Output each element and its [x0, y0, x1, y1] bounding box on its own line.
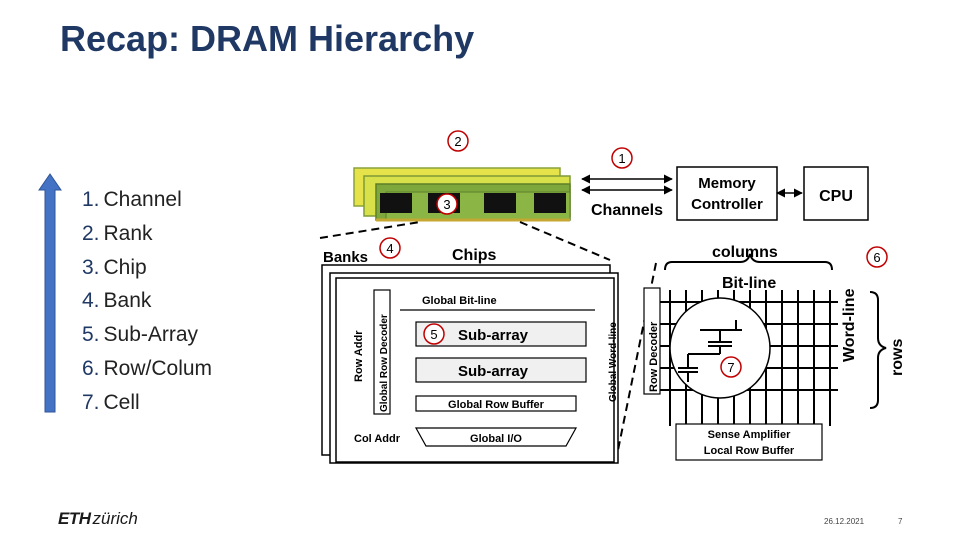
page-number: 7 — [898, 517, 903, 526]
row-addr-label: Row Addr — [353, 330, 365, 382]
global-io-label: Global I/O — [470, 433, 522, 445]
memory-controller-label: Controller — [691, 196, 763, 213]
word-line-label: Word-line — [841, 288, 858, 362]
hierarchy-arrow-icon — [38, 173, 62, 413]
columns-label: columns — [712, 244, 778, 261]
level-item-sub-array: 5.Sub-Array — [82, 323, 199, 347]
level-item-row-column: 6.Row/Colum — [82, 356, 213, 380]
rows-label: rows — [889, 339, 906, 376]
dram-cell-icon — [678, 320, 742, 382]
level-item-rank: 2.Rank — [82, 221, 153, 245]
memory-controller-box — [676, 166, 778, 221]
row-decoder-label: Row Decoder — [648, 321, 660, 392]
row-decoder-box — [643, 287, 661, 395]
banks-label: Banks — [323, 249, 368, 266]
svg-text:1: 1 — [618, 151, 625, 166]
marker-4: 4 — [379, 237, 401, 259]
level-item-bank: 4.Bank — [82, 289, 152, 313]
global-io-box — [414, 427, 578, 447]
level-item-chip: 3.Chip — [82, 255, 147, 279]
marker-3: 3 — [436, 193, 458, 215]
marker-1: 1 — [611, 147, 633, 169]
local-row-buffer-label: Local Row Buffer — [704, 445, 795, 457]
sub-array-label: Sub-array — [458, 363, 529, 380]
rows-brace — [869, 291, 887, 409]
marker-5: 5 — [423, 323, 445, 345]
svg-text:7: 7 — [727, 360, 734, 375]
cpu-label: CPU — [819, 188, 853, 205]
chips-label: Chips — [452, 247, 497, 264]
memory-controller-label: Memory — [698, 175, 756, 192]
global-bit-line-label: Global Bit-line — [422, 295, 497, 307]
dram-hierarchy-diagram: Channels Memory Controller CPU Banks Chi… — [310, 120, 920, 465]
slide-title: Recap: DRAM Hierarchy — [60, 18, 475, 59]
footer-date: 26.12.2021 — [824, 517, 865, 526]
global-row-buffer-box — [415, 395, 577, 412]
global-row-decoder-label: Global Row Decoder — [379, 314, 390, 412]
marker-6: 6 — [866, 246, 888, 268]
svg-text:5: 5 — [430, 327, 437, 342]
sub-array-box — [415, 357, 587, 383]
channels-label: Channels — [591, 202, 663, 219]
global-row-buffer-label: Global Row Buffer — [448, 399, 545, 411]
sub-array-label: Sub-array — [458, 327, 529, 344]
cpu-box — [803, 166, 869, 221]
bit-line-label: Bit-line — [722, 275, 776, 292]
level-item-cell: 7.Cell — [82, 390, 140, 414]
columns-brace — [664, 253, 833, 271]
dimm-modules — [353, 167, 571, 222]
marker-2: 2 — [447, 130, 469, 152]
svg-text:6: 6 — [873, 250, 880, 265]
sense-amplifier-label: Sense Amplifier — [708, 429, 791, 441]
global-word-line-label: Global Word-line — [608, 322, 619, 402]
svg-text:2: 2 — [454, 134, 461, 149]
sense-amplifier-box — [675, 423, 823, 461]
level-item-channel: 1.Channel — [82, 188, 182, 211]
marker-7: 7 — [720, 356, 742, 378]
svg-text:4: 4 — [386, 241, 393, 256]
svg-text:3: 3 — [443, 197, 450, 212]
col-addr-label: Col Addr — [354, 433, 401, 445]
hierarchy-level-list: 1.Channel 2.Rank 3.Chip 4.Bank 5.Sub-Arr… — [82, 183, 212, 420]
